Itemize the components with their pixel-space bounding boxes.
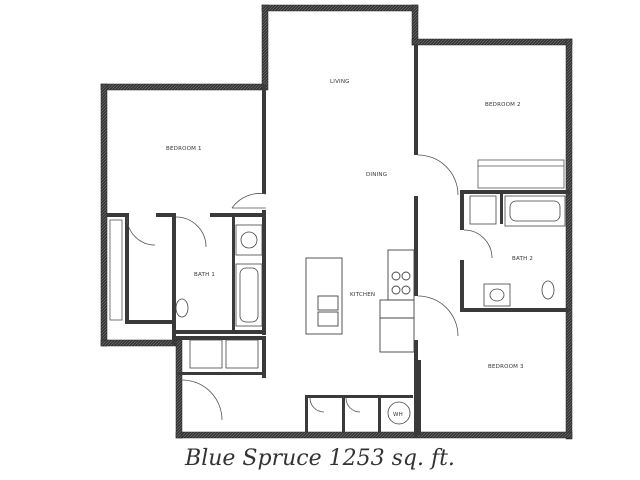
label-bedroom1: BEDROOM 1 [166,146,202,152]
floor-plan: LIVING DINING KITCHEN BEDROOM 1 BEDROOM … [100,4,573,440]
sink-icon [317,295,339,311]
toilet-icon [175,298,189,318]
interior-walls [107,45,570,438]
exterior-walls [100,4,573,440]
closet-shelving [109,159,565,321]
washer-icon [189,339,223,369]
bath-fixtures [175,195,566,327]
label-water-heater: WH [393,412,403,418]
bath2-sink-icon [483,283,511,307]
bath2-tub-icon [504,195,566,227]
label-bedroom2: BEDROOM 2 [485,102,521,108]
bathtub-icon [235,263,263,327]
bath2-toilet-icon [541,280,555,300]
doors [126,154,493,421]
plan-title: Blue Spruce 1253 sq. ft. [185,446,455,471]
refrigerator [379,299,415,353]
bath1-sink-icon [235,224,263,256]
kitchen-island [305,257,343,335]
dryer-icon [225,339,259,369]
laundry [189,339,411,425]
label-living: LIVING [330,79,350,85]
label-dining: DINING [366,172,387,178]
water-heater-icon [387,401,411,425]
label-bath1: BATH 1 [194,272,215,278]
label-kitchen: KITCHEN [350,292,375,298]
label-bath2: BATH 2 [512,256,533,262]
label-bedroom3: BEDROOM 3 [488,364,524,370]
kitchen [305,249,415,353]
